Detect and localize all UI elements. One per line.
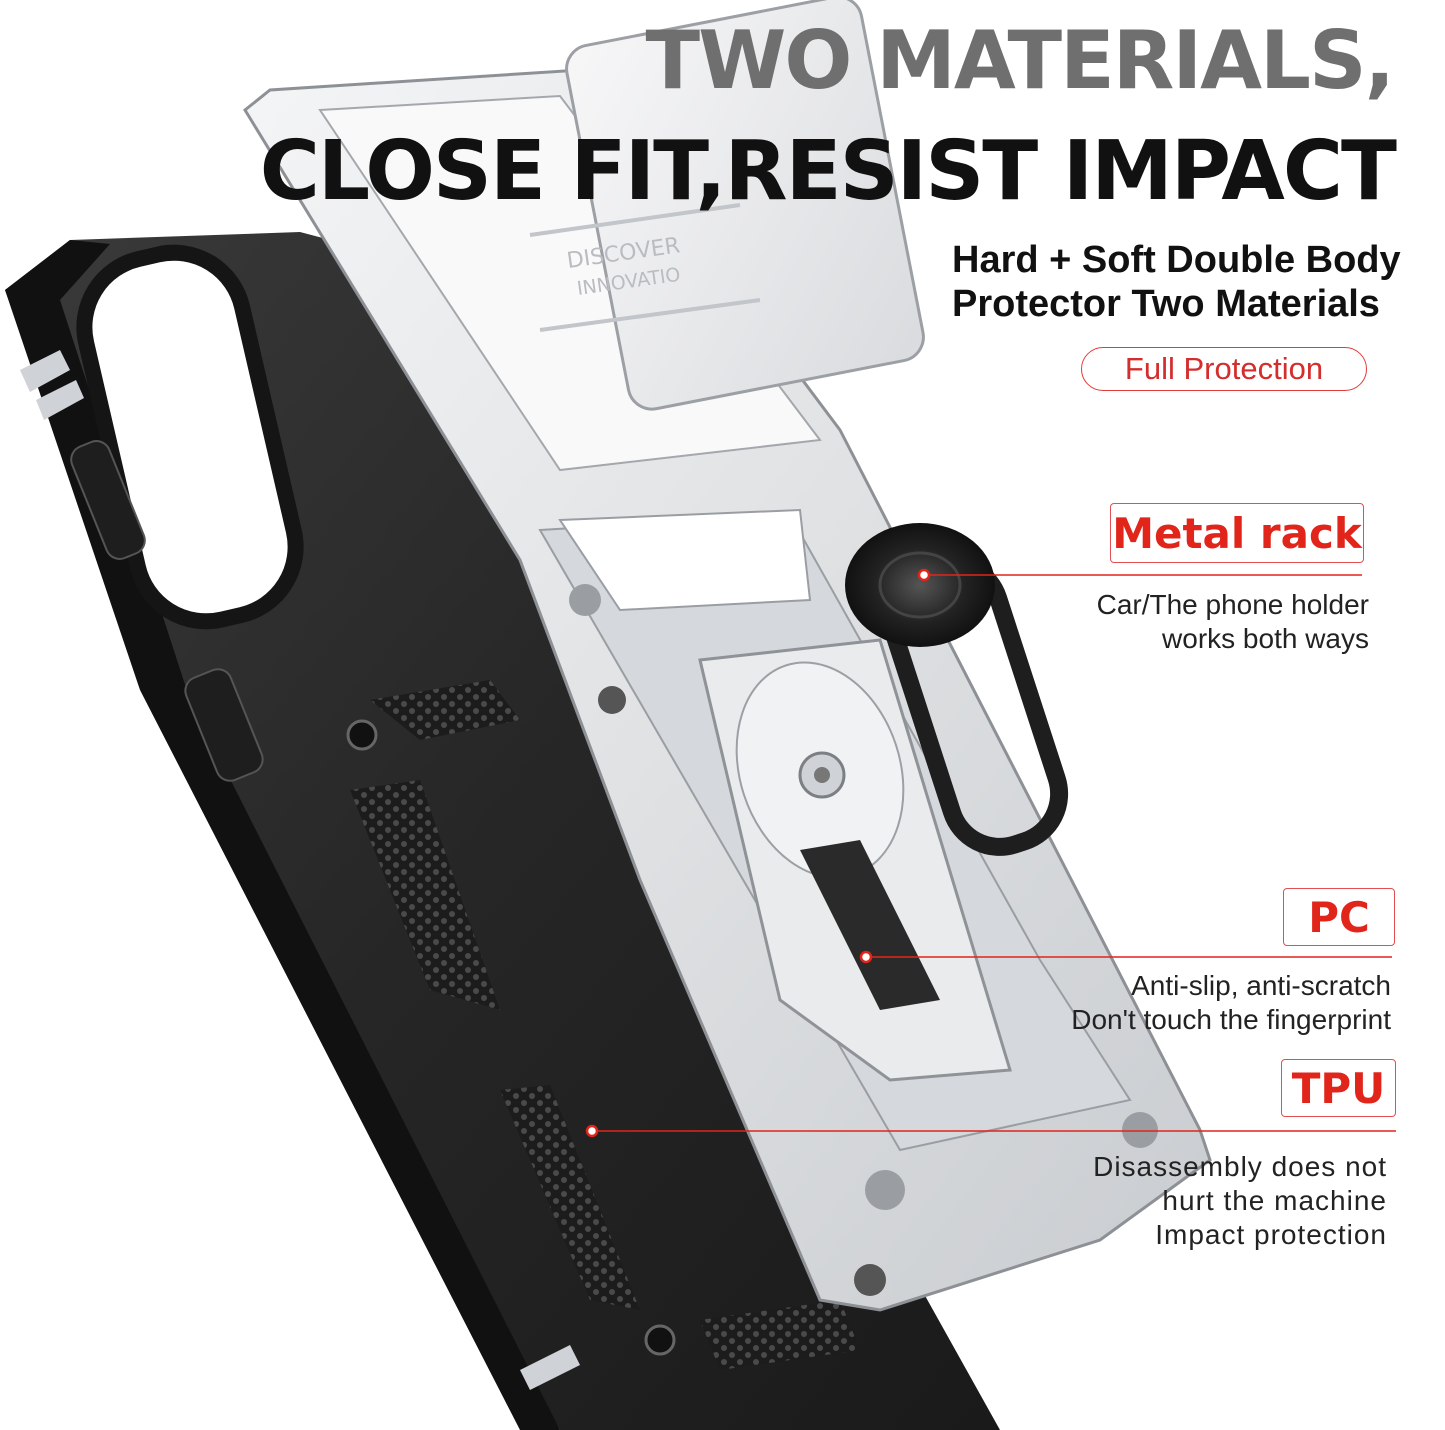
- side-buttons: [70, 440, 264, 782]
- tpu-desc-line3: Impact protection: [1155, 1219, 1387, 1250]
- callout-lines: [585, 568, 1396, 1138]
- subheading: Hard + Soft Double Body Protector Two Ma…: [952, 238, 1445, 326]
- camera-slide-cover: DISCOVER INNOVATIO: [529, 0, 925, 411]
- metal-desc-line1: Car/The phone holder: [1096, 589, 1369, 620]
- headline-line2: CLOSE FIT,RESIST IMPACT: [259, 124, 1397, 219]
- pc-description: Anti-slip, anti-scratch Don't touch the …: [1071, 969, 1391, 1037]
- metal-rack-description: Car/The phone holder works both ways: [1097, 588, 1369, 656]
- pc-label: PC: [1283, 888, 1395, 946]
- tpu-label: TPU: [1281, 1059, 1396, 1117]
- headline-line1: TWO MATERIALS,: [645, 14, 1395, 107]
- bumper-accents: [20, 350, 580, 1390]
- pc-desc-line1: Anti-slip, anti-scratch: [1131, 970, 1391, 1001]
- tpu-desc-line2: hurt the machine: [1162, 1185, 1387, 1216]
- ring-holder: [845, 523, 1069, 856]
- metal-rack-label: Metal rack: [1110, 503, 1364, 563]
- tpu-description: Disassembly does not hurt the machine Im…: [1093, 1150, 1387, 1252]
- frame-screws: [569, 584, 1158, 1296]
- hex-grip-pads: [350, 680, 860, 1370]
- subheading-line1: Hard + Soft Double Body: [952, 239, 1401, 281]
- pc-desc-line2: Don't touch the fingerprint: [1071, 1004, 1391, 1035]
- full-protection-badge: Full Protection: [1081, 347, 1367, 391]
- tpu-desc-line1: Disassembly does not: [1093, 1151, 1387, 1182]
- subheading-line2: Protector Two Materials: [952, 283, 1380, 325]
- metal-desc-line2: works both ways: [1162, 623, 1369, 654]
